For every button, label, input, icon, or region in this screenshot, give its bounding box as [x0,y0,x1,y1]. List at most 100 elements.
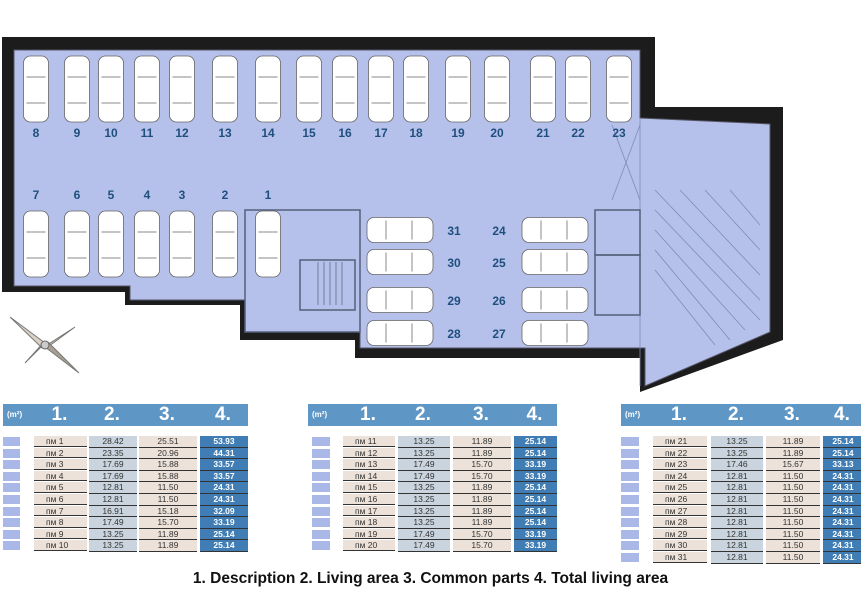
table-cell: 24.31 [823,505,861,518]
car-icon [212,55,238,123]
table-cell: пм 11 [343,436,395,447]
table-cell: пм 23 [653,459,707,470]
table-cell: пм 7 [34,505,87,517]
table-cell: 11.50 [139,482,197,494]
table-cell: 25.14 [514,482,557,494]
table-cell: 16.91 [89,505,137,518]
table-cell: 44.31 [200,447,248,460]
table-cell: пм 9 [34,528,87,540]
spot-number: 11 [141,126,154,140]
table-cell: 12.81 [89,482,137,494]
car-icon [23,55,49,123]
table-cell: 11.89 [453,447,511,460]
color-swatch [3,483,20,493]
table-cell: 11.89 [453,482,511,494]
table-cell: пм 16 [343,493,395,505]
table-cell: пм 1 [34,436,87,447]
table-cell: 11.50 [766,470,820,483]
table-cell: 13.25 [398,436,450,448]
car-icon [366,217,434,243]
table-cell: пм 5 [34,482,87,493]
spot-number: 17 [374,126,388,140]
table-cell: 24.31 [823,482,861,494]
table-cell: 28.42 [89,436,137,448]
car-icon [332,55,358,123]
table-cell: 33.57 [200,459,248,471]
table-cell: 25.14 [514,493,557,506]
spot-number: 15 [302,126,316,140]
color-swatch [621,506,639,516]
table-cell: 15.70 [453,470,511,483]
car-icon [296,55,322,123]
unit-label: (m²) [312,410,328,419]
color-swatch [3,494,20,504]
color-swatch [3,460,20,470]
table-cell: 13.25 [398,482,450,494]
spot-number: 18 [409,126,423,140]
color-swatch [3,471,20,481]
table-cell: 17.49 [89,517,137,529]
spot-number: 26 [492,294,506,308]
table-cell: 25.14 [514,517,557,529]
spot-number: 30 [447,256,461,270]
color-swatch [312,541,330,551]
table-cell: пм 6 [34,493,87,505]
table-cell: 13.25 [398,447,450,460]
spot-number: 31 [447,224,461,238]
column-header: 2. [728,404,744,425]
table-cell: 11.50 [766,505,820,518]
color-swatch [621,483,639,493]
table-cell: 15.88 [139,459,197,471]
table-cell: 11.50 [766,540,820,552]
table-cell: пм 30 [653,540,707,551]
color-swatch [312,471,330,481]
column-header: 2. [415,404,431,425]
table-cell: 13.25 [711,447,763,460]
table-cell: 12.81 [711,505,763,518]
table-cell: 13.25 [398,517,450,529]
spot-number: 28 [447,327,461,341]
table-cell: пм 24 [653,470,707,482]
table-cell: 13.25 [398,505,450,518]
column-header: 1. [51,404,68,425]
table-cell: 12.81 [711,493,763,506]
table-header: (m²)1.2.3.4. [3,404,248,426]
spot-number: 27 [492,327,506,341]
table-cell: 32.09 [200,505,248,518]
color-swatch [621,448,639,458]
table-cell: 25.14 [514,436,557,448]
table-cell: 15.70 [139,517,197,529]
table-cell: 11.89 [139,528,197,541]
table-cell: 25.14 [823,436,861,448]
table-cell: 25.14 [200,528,248,541]
color-swatch [312,448,330,458]
table-cell: 12.81 [89,493,137,506]
spot-number: 21 [536,126,550,140]
spot-number: 20 [490,126,504,140]
spot-number: 25 [492,256,506,270]
stairs [317,262,343,305]
spot-number: 5 [108,188,115,202]
car-icon [64,210,90,278]
table-cell: пм 26 [653,493,707,505]
color-swatch [3,437,20,446]
spot-number: 23 [612,126,626,140]
table-cell: 15.70 [453,459,511,471]
color-swatch [312,494,330,504]
table-cell: 15.67 [766,459,820,471]
table-cell: 23.35 [89,447,137,460]
car-icon [64,55,90,123]
color-swatch [312,437,330,446]
